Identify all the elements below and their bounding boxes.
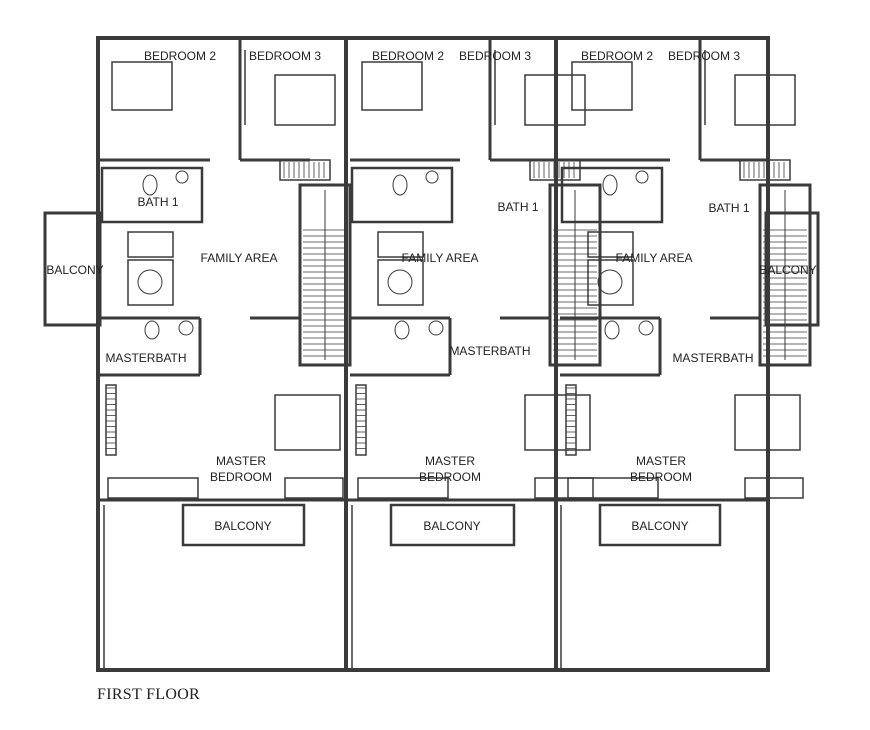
front-desk-unit xyxy=(534,477,594,499)
side-balcony-left xyxy=(43,211,102,327)
sink xyxy=(425,170,439,184)
stair-enclosure xyxy=(298,183,352,367)
counter-slats xyxy=(279,159,331,181)
bed-bedroom-2 xyxy=(111,61,173,111)
label-bedroom-2: BEDROOM 2 xyxy=(581,49,653,63)
coffee-table xyxy=(377,259,424,306)
walls xyxy=(43,36,820,672)
plan-caption: FIRST FLOOR xyxy=(97,686,201,703)
sofa xyxy=(377,231,424,258)
label-balcony: BALCONY xyxy=(46,263,103,277)
sofa xyxy=(127,231,174,258)
label-bedroom-2: BEDROOM 2 xyxy=(372,49,444,63)
toilet xyxy=(394,320,410,340)
sink xyxy=(178,320,194,336)
stair-enclosure xyxy=(758,183,812,367)
bed-master-bedroom xyxy=(734,394,801,451)
wardrobe-slats xyxy=(105,384,117,456)
wardrobe-slats xyxy=(355,384,367,456)
label-master-bedroom: BEDROOM xyxy=(630,470,692,484)
front-desk-unit xyxy=(357,477,449,499)
front-desk-unit xyxy=(107,477,199,499)
round-table xyxy=(597,269,623,295)
toilet xyxy=(392,174,408,196)
front-desk-unit xyxy=(567,477,659,499)
label-bath-1: BATH 1 xyxy=(137,195,178,209)
label-master-bedroom: MASTER xyxy=(636,454,686,468)
bed-bedroom-3 xyxy=(524,74,586,126)
label-master-bedroom: BEDROOM xyxy=(210,470,272,484)
front-balcony xyxy=(598,503,722,547)
label-master-bedroom: MASTER xyxy=(216,454,266,468)
wardrobe-slats xyxy=(565,384,577,456)
sink xyxy=(428,320,444,336)
front-balcony xyxy=(181,503,306,547)
front-desk-unit xyxy=(744,477,804,499)
bed-bedroom-2 xyxy=(571,61,633,111)
bed-master-bedroom xyxy=(274,394,341,451)
bed-bedroom-2 xyxy=(361,61,423,111)
coffee-table xyxy=(587,259,634,306)
toilet xyxy=(144,320,160,340)
sink xyxy=(638,320,654,336)
bed-bedroom-3 xyxy=(734,74,796,126)
toilet xyxy=(604,320,620,340)
label-bedroom-3: BEDROOM 3 xyxy=(249,49,321,63)
side-balcony-right xyxy=(764,211,820,327)
label-balcony: BALCONY xyxy=(423,519,480,533)
front-balcony xyxy=(389,503,516,547)
label-family-area: FAMILY AREA xyxy=(402,251,479,265)
bath1-walls xyxy=(350,166,454,224)
label-bedroom-3: BEDROOM 3 xyxy=(459,49,531,63)
bath1-walls xyxy=(100,166,204,224)
label-masterbath: MASTERBATH xyxy=(449,344,530,358)
label-balcony: BALCONY xyxy=(759,263,816,277)
unit-2 xyxy=(350,40,602,499)
label-family-area: FAMILY AREA xyxy=(616,251,693,265)
sink xyxy=(635,170,649,184)
label-masterbath: MASTERBATH xyxy=(672,351,753,365)
label-bath-1: BATH 1 xyxy=(497,200,538,214)
bed-bedroom-3 xyxy=(274,74,336,126)
label-master-bedroom: MASTER xyxy=(425,454,475,468)
coffee-table xyxy=(127,259,174,306)
bath1-walls xyxy=(560,166,664,224)
label-family-area: FAMILY AREA xyxy=(201,251,278,265)
label-bedroom-2: BEDROOM 2 xyxy=(144,49,216,63)
outer-wall xyxy=(96,36,770,672)
room-labels: BEDROOM 2 BEDROOM 3 BEDROOM 2 BEDROOM 3 BEDR… xyxy=(46,49,816,533)
front-desk-unit xyxy=(284,477,344,499)
label-bedroom-3: BEDROOM 3 xyxy=(668,49,740,63)
round-table xyxy=(387,269,413,295)
label-balcony: BALCONY xyxy=(631,519,688,533)
counter-slats xyxy=(529,159,581,181)
unit-1 xyxy=(100,40,352,499)
unit-3 xyxy=(560,40,812,499)
toilet xyxy=(602,174,618,196)
bed-master-bedroom xyxy=(524,394,591,451)
toilet xyxy=(142,174,158,196)
label-bath-1: BATH 1 xyxy=(708,201,749,215)
label-masterbath: MASTERBATH xyxy=(105,351,186,365)
round-table xyxy=(137,269,163,295)
counter-slats xyxy=(739,159,791,181)
label-master-bedroom: BEDROOM xyxy=(419,470,481,484)
sink xyxy=(175,170,189,184)
sofa xyxy=(587,231,634,258)
label-balcony: BALCONY xyxy=(214,519,271,533)
